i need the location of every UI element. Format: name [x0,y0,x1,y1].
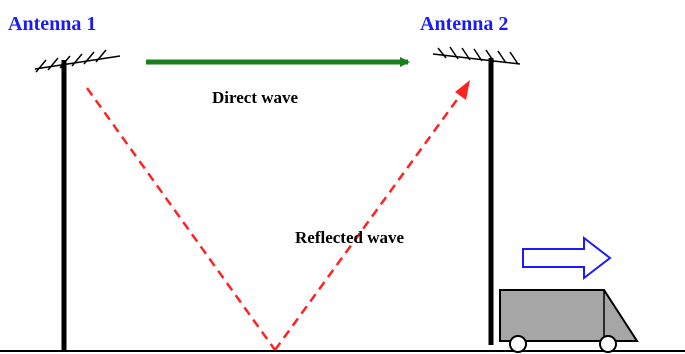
reflected-wave-outgoing [273,89,466,351]
reflected-wave-incident [85,87,277,351]
antenna-1-elements [34,49,121,73]
antenna-2 [432,46,521,345]
antenna-2-elements [432,46,521,65]
direct-wave-label: Direct wave [212,88,299,107]
reflected-wave-label: Reflected wave [295,228,404,247]
motion-arrow [522,235,612,281]
reflected-wave-arrowhead [455,80,470,100]
antenna-1 [34,49,121,352]
vehicle-front-wheel [599,335,617,353]
vehicle [499,289,639,353]
vehicle-body [499,289,639,342]
antenna-1-label: Antenna 1 [8,13,96,35]
antenna-2-label: Antenna 2 [420,13,508,35]
vehicle-rear-wheel [509,335,527,353]
